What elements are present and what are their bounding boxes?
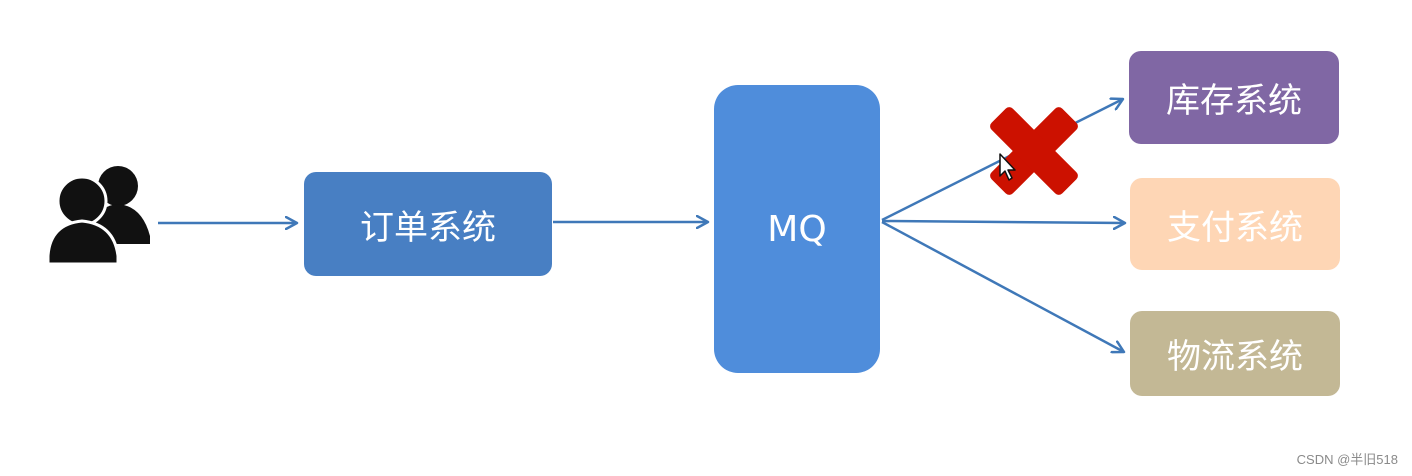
mouse-cursor-icon [999,153,1016,181]
watermark: CSDN @半旧518 [1296,452,1398,467]
mq-label: MQ [767,208,827,250]
arrow-mq-to-payment [881,221,1125,223]
payment-system-label: 支付系统 [1167,207,1303,248]
arrow-mq-to-logistics [881,220,1124,352]
mq-node: MQ [714,85,880,373]
users-icon [46,166,150,266]
logistics-system-node: 物流系统 [1130,311,1340,396]
payment-system-node: 支付系统 [1130,178,1340,270]
order-system-node: 订单系统 [304,172,552,276]
inventory-system-label: 库存系统 [1166,81,1302,121]
arrow-mq-to-inventory [881,99,1123,222]
order-system-label: 订单系统 [360,207,496,248]
inventory-system-node: 库存系统 [1129,51,1339,144]
red-x-icon [990,107,1078,195]
logistics-system-label: 物流系统 [1167,337,1303,377]
